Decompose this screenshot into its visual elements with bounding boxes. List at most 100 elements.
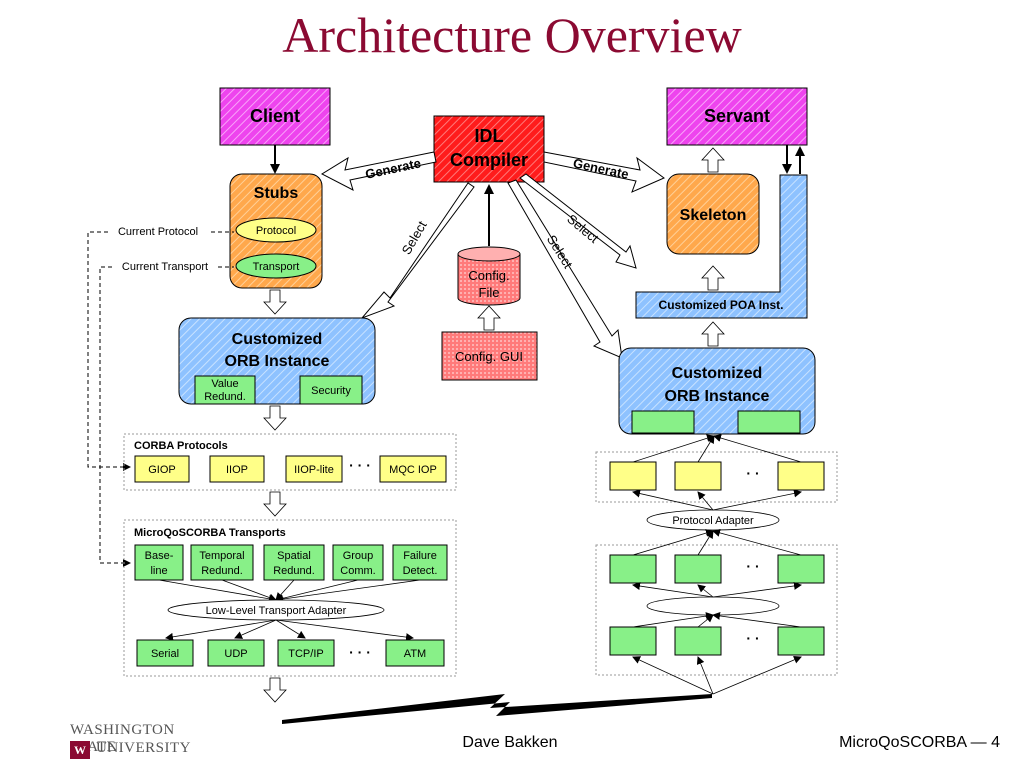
skeleton-box: Skeleton: [666, 173, 760, 255]
adapter-to-right-protocols-lines: [632, 489, 802, 511]
transport-to-adapter-lines: [158, 579, 421, 603]
protocol-label: Protocol: [256, 225, 296, 237]
value-redund-box: [194, 375, 256, 405]
current-transport-line: [99, 266, 234, 567]
right-network-box: [777, 626, 825, 656]
network-item: ATM: [385, 639, 445, 667]
right-transport-box: [777, 554, 825, 584]
gui-to-config-arrow: [477, 305, 501, 331]
transport-label-2: Redund.: [273, 565, 315, 577]
skeleton-to-servant-arrow: [701, 147, 725, 173]
right-protocols-ellipsis: · ·: [746, 465, 759, 481]
orb-to-poa-arrow: [701, 321, 725, 347]
right-network-box: [609, 626, 657, 656]
protocols-to-transports-arrow: [263, 491, 287, 517]
protocol-giop: GIOP: [148, 464, 176, 476]
transport-label-1: Group: [343, 550, 374, 562]
poa-to-skeleton-arrow: [701, 265, 725, 291]
config-gui-label: Config. GUI: [455, 349, 523, 364]
idl-compiler-label-1: IDL: [475, 126, 504, 146]
transport-label-2: Comm.: [340, 565, 375, 577]
right-protocol-box: [674, 461, 722, 491]
protocols-ellipsis: · · ·: [349, 457, 371, 473]
poa-label: Customized POA Inst.: [659, 298, 784, 312]
transport-label: Transport: [253, 261, 300, 273]
current-transport-label: Current Transport: [122, 261, 208, 273]
right-protocol-box: [609, 461, 657, 491]
orb-right-label-1: Customized: [672, 365, 763, 382]
transport-item: Temporal Redund.: [190, 544, 254, 581]
idl-compiler-label-2: Compiler: [450, 150, 528, 170]
orb-left-label-2: ORB Instance: [225, 353, 330, 370]
poa-box: Customized POA Inst.: [635, 174, 808, 319]
select-right-label-2: Select: [564, 211, 602, 246]
network-item: TCP/IP: [277, 639, 335, 667]
right-network-box: [674, 626, 722, 656]
generate-left-label: Generate: [364, 155, 422, 181]
transport-item: Base- line: [134, 544, 184, 581]
orb-right-component-1: [631, 410, 695, 434]
generate-left-arrow: Generate: [320, 151, 437, 191]
client-box: Client: [219, 87, 331, 146]
protocol-iiop-lite: IIOP-lite: [294, 464, 334, 476]
right-protocols-to-orb-lines: [632, 434, 802, 463]
protocol-item: GIOP: [134, 455, 190, 483]
right-low-level-adapter-oval: [646, 596, 780, 616]
idl-compiler-box: IDL Compiler: [433, 115, 545, 183]
orb-right-label-2: ORB Instance: [665, 388, 770, 405]
transport-label-1: Failure: [403, 550, 437, 562]
orb-right-component-2: [737, 410, 801, 434]
slide-title: Architecture Overview: [282, 7, 742, 63]
transports-panel: MicroQoSCORBA Transports Base- line Temp…: [123, 519, 457, 677]
protocol-item: IIOP: [209, 455, 265, 483]
servant-box: Servant: [666, 87, 808, 146]
footer-author: Dave Bakken: [462, 734, 558, 751]
config-file-label-1: Config.: [468, 268, 509, 283]
corba-protocols-title: CORBA Protocols: [134, 440, 228, 452]
transports-title: MicroQoSCORBA Transports: [134, 527, 286, 539]
networks-ellipsis: · · ·: [349, 644, 371, 660]
transport-item: Failure Detect.: [392, 544, 448, 581]
right-protocols-panel: · ·: [595, 451, 838, 503]
right-transports-ellipsis: · ·: [746, 558, 759, 574]
transport-label-1: Temporal: [199, 550, 244, 562]
right-stack-lines: [632, 528, 802, 695]
config-gui-box: Config. GUI: [441, 331, 538, 381]
orb-left-label-1: Customized: [232, 331, 323, 348]
low-level-adapter-label: Low-Level Transport Adapter: [206, 605, 347, 617]
transport-label-2: Redund.: [201, 565, 243, 577]
corba-protocols-panel: CORBA Protocols GIOP IIOP IIOP-lite · · …: [123, 433, 457, 491]
right-transports-panel: · · · ·: [595, 544, 838, 676]
config-file-cylinder: Config. File: [457, 246, 521, 306]
stubs-to-orb-arrow: [263, 289, 287, 315]
transport-label-1: Spatial: [277, 550, 311, 562]
servant-label: Servant: [704, 106, 770, 126]
protocol-item: MQC IOP: [379, 455, 447, 483]
protocol-oval: [235, 217, 317, 243]
network-atm: ATM: [404, 648, 426, 660]
right-transport-box: [609, 554, 657, 584]
orb-right-box: Customized ORB Instance: [618, 347, 816, 435]
skeleton-label: Skeleton: [680, 207, 747, 224]
right-networks-ellipsis: · ·: [746, 630, 759, 646]
orb-left-box: Customized ORB Instance Value Redund. Se…: [178, 317, 376, 405]
network-tcpip: TCP/IP: [288, 648, 323, 660]
transport-label-2: Detect.: [403, 565, 438, 577]
current-protocol-label: Current Protocol: [118, 226, 198, 238]
config-file-label-2: File: [479, 285, 500, 300]
protocol-adapter-label: Protocol Adapter: [672, 515, 754, 527]
value-redund-label-1: Value: [211, 378, 238, 390]
network-link-bolt: [282, 694, 712, 724]
network-serial: Serial: [151, 648, 179, 660]
protocol-iiop: IIOP: [226, 464, 248, 476]
transport-oval: [235, 253, 317, 279]
transport-item: Spatial Redund.: [263, 544, 325, 581]
security-label: Security: [311, 385, 351, 397]
protocol-item: IIOP-lite: [285, 455, 343, 483]
transport-item: Group Comm.: [332, 544, 384, 581]
transports-bottom-arrow: [263, 677, 287, 703]
wsu-logo: WASHINGTON STATE W UNIVERSITY: [70, 722, 220, 760]
network-item: Serial: [136, 639, 194, 667]
security-box: [299, 375, 363, 405]
